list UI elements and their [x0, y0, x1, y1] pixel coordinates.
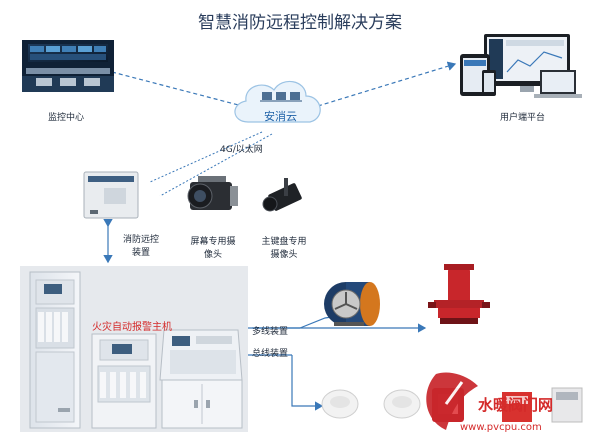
smoke-detector-2: [383, 389, 421, 419]
monitor-center-label: 监控中心: [48, 113, 85, 123]
watermark-url: www.pvcpu.com: [460, 422, 542, 433]
keyboard-camera-image: [262, 178, 302, 212]
network-label: 4G/以太网: [220, 145, 263, 155]
fan-image: [324, 282, 380, 326]
watermark-name: 水暖阀门网: [478, 396, 554, 414]
watermark-logo: [426, 372, 478, 430]
cloud-node[interactable]: [234, 80, 321, 123]
screen-camera-label: 屏幕专用摄像头: [190, 237, 236, 260]
link-monitor-cloud: [103, 65, 252, 111]
fire-alarm-host-label: 火灾自动报警主机: [92, 322, 172, 333]
user-platform-label: 用户端平台: [500, 113, 546, 123]
link-cloud-device: [149, 131, 263, 183]
link-cloud-user: [309, 61, 457, 113]
multi-line-label: 多线装置: [252, 327, 289, 337]
link-cloud-device-2: [159, 133, 273, 197]
fire-alarm-host-image: [20, 266, 248, 432]
cloud-label: 安消云: [264, 110, 297, 123]
alarm-module-2: [551, 387, 583, 423]
link-bus-line-down: [291, 355, 324, 411]
screen-camera-image: [187, 176, 238, 210]
keyboard-camera-label: 主键盘专用摄像头: [261, 237, 307, 260]
bus-line-label: 总线装置: [252, 349, 289, 359]
alarm-module-1: [502, 392, 532, 422]
user-platform-image: [460, 34, 582, 98]
remote-device-label: 消防远控装置: [122, 235, 159, 258]
remote-device-image: [83, 171, 139, 219]
monitor-center-image: [22, 40, 114, 92]
connectors: [103, 61, 457, 411]
fire-pump-image: [428, 264, 490, 324]
smoke-detector-1: [321, 389, 359, 419]
diagram-title: 智慧消防远程控制解决方案: [198, 13, 402, 33]
server-icon: [260, 92, 302, 102]
